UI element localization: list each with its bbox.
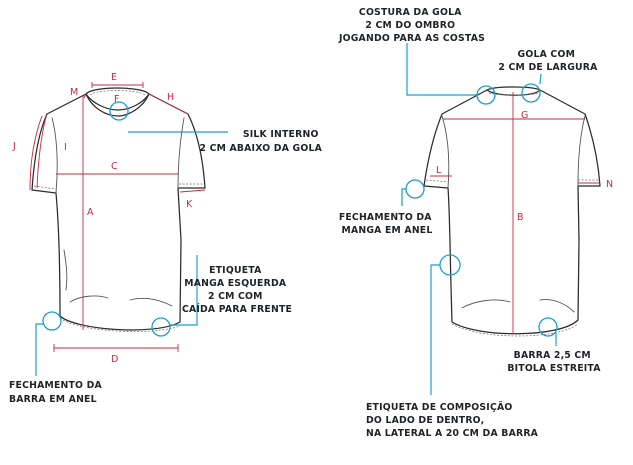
back-sleeve-left-hem <box>425 179 449 183</box>
note-collar-width: GOLA COM 2 CM DE LARGURA <box>498 49 598 73</box>
front-fold-2 <box>129 297 173 307</box>
marker-sleeve-close <box>405 179 425 199</box>
measure-J <box>29 115 43 191</box>
back-sleeve-right-seam <box>577 115 586 187</box>
note-back-hem: BARRA 2,5 CM BITOLA ESTREITA <box>507 350 601 374</box>
letter-H: H <box>167 92 174 103</box>
note-silk: SILK INTERNO 2 CM ABAIXO DA GOLA <box>199 129 322 154</box>
marker-sleeve-label <box>151 317 171 337</box>
back-fold-2 <box>539 299 575 313</box>
letter-J: J <box>12 141 16 152</box>
marker-collar-width <box>521 83 541 103</box>
letter-N: N <box>606 179 613 190</box>
front-fold-3 <box>63 249 68 291</box>
note-composition: ETIQUETA DE COMPOSIÇÃO DO LADO DE DENTRO… <box>366 402 539 439</box>
measure-H <box>148 93 189 115</box>
leader-sleeve-label <box>170 255 198 326</box>
marker-silk <box>109 101 129 121</box>
letter-G: G <box>521 110 528 121</box>
back-hem-stitch <box>451 323 579 337</box>
marker-collar-seam <box>476 85 496 105</box>
letter-E: E <box>111 72 117 83</box>
note-sleeve-label: ETIQUETA MANGA ESQUERDA 2 CM COM CAÍDA P… <box>182 265 292 315</box>
note-front-hem: FECHAMENTO DA BARRA EM ANEL <box>9 380 105 405</box>
letter-L: L <box>436 165 442 176</box>
back-sleeve-left-seam <box>441 115 450 189</box>
front-sleeve-left-hem <box>33 185 57 190</box>
leader-collar-width <box>539 73 542 85</box>
letter-I: I <box>64 142 67 153</box>
front-sleeve-right-seam <box>177 117 185 189</box>
note-collar-seam: COSTURA DA GOLA 2 CM DO OMBRO JOGANDO PA… <box>338 7 485 44</box>
measure-K <box>179 189 206 193</box>
leader-sleeve-close <box>401 188 406 206</box>
front-hem-stitch <box>59 317 181 332</box>
front-fold-1 <box>69 295 109 303</box>
back-shirt-outline <box>423 89 601 335</box>
front-shirt-outline <box>31 93 206 331</box>
marker-back-hem <box>538 317 558 337</box>
leader-collar-seam <box>406 43 477 96</box>
back-fold-1 <box>461 299 511 309</box>
marker-front-hem <box>42 311 62 331</box>
front-view: E F M H J I C K A D <box>12 72 228 376</box>
back-collar <box>486 86 541 91</box>
leader-composition <box>430 264 440 395</box>
note-sleeve-close: FECHAMENTO DA MANGA EM ANEL <box>339 212 435 236</box>
letter-A: A <box>87 207 94 218</box>
front-sleeve-left-seam <box>51 117 58 194</box>
letter-D: D <box>111 354 118 365</box>
letter-M: M <box>70 87 78 98</box>
leader-front-hem <box>35 323 43 376</box>
letter-B: B <box>517 212 524 223</box>
letter-F: F <box>114 94 119 105</box>
letter-C: C <box>111 161 118 172</box>
measure-M <box>83 93 87 99</box>
front-collar <box>85 87 150 111</box>
letter-K: K <box>186 199 193 210</box>
back-view: G L N B <box>401 43 613 395</box>
measure-I <box>36 116 47 189</box>
